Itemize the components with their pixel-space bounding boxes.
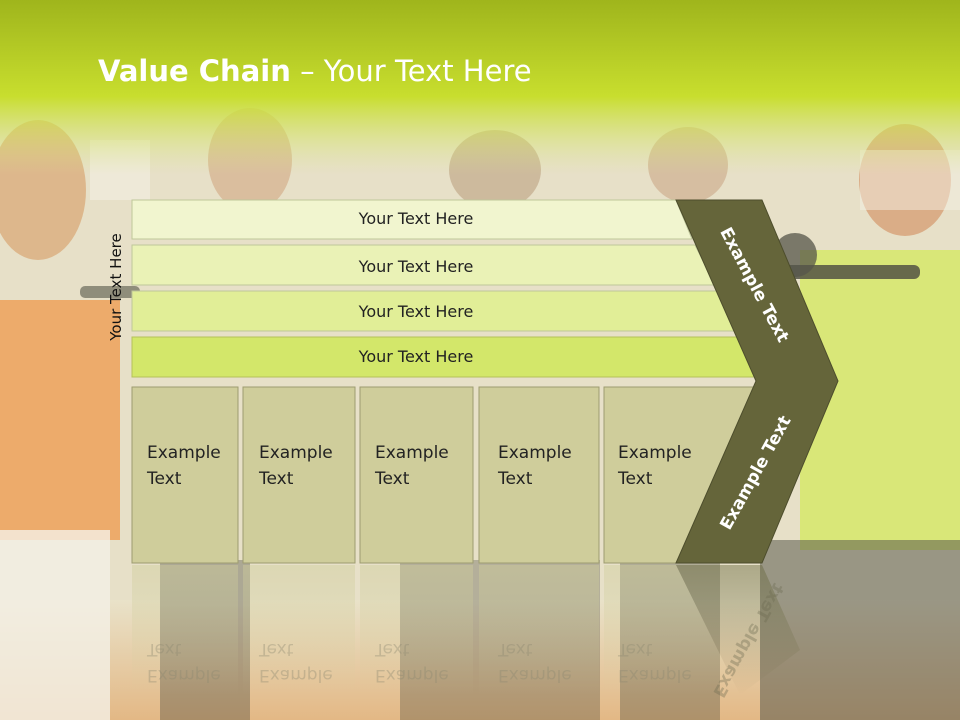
bar-1-label: Your Text Here (358, 209, 474, 228)
box-2 (242, 386, 356, 564)
box-4 (478, 386, 600, 564)
title-rest: – Your Text Here (290, 54, 532, 88)
box-1 (131, 386, 239, 564)
chevron-arrow (675, 199, 839, 564)
bar-1 (131, 199, 693, 240)
bar-4-label: Your Text Here (358, 347, 474, 366)
title-bold: Value Chain (98, 54, 291, 88)
page-title: Value Chain – Your Text Here (98, 54, 532, 88)
box-3 (359, 386, 474, 564)
bar-3-label: Your Text Here (358, 302, 474, 321)
bar-2-label: Your Text Here (358, 257, 474, 276)
